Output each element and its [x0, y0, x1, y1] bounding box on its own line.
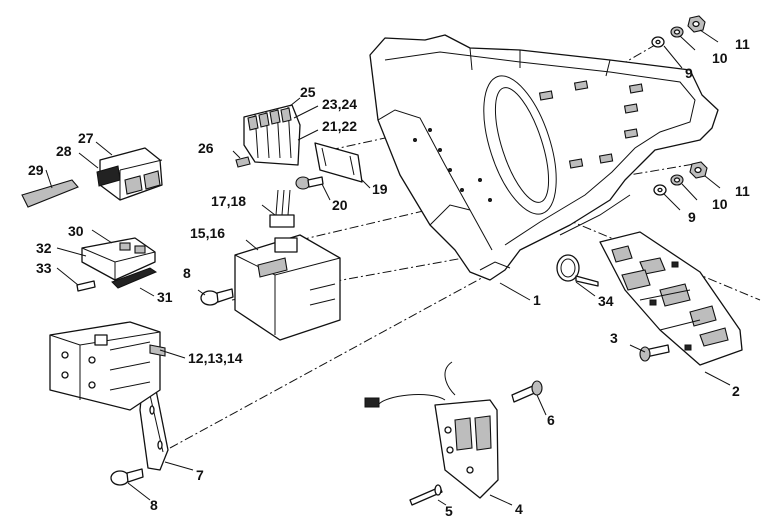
label-3: 3: [610, 330, 618, 346]
label-28: 28: [56, 143, 72, 159]
relay-socket-part-30: [81, 237, 156, 281]
axis-rail-19: [329, 99, 561, 151]
wedge-part-29: [21, 179, 79, 208]
label-25: 25: [300, 84, 316, 100]
label-29: 29: [28, 162, 44, 178]
callouts: 1 2 3 4 5 6 7 8 8 9 9 10 10 11 11 12,13,…: [28, 36, 750, 519]
axis-contactor-rail: [169, 267, 501, 449]
label-6: 6: [547, 412, 555, 428]
label-5: 5: [445, 503, 453, 519]
din-rail-part-19: [314, 142, 363, 183]
label-30: 30: [68, 223, 84, 239]
label-26: 26: [198, 140, 214, 156]
fastener-stack-upper: [651, 15, 706, 48]
label-9-upper: 9: [685, 65, 693, 81]
label-9-lower: 9: [688, 209, 696, 225]
label-2: 2: [732, 383, 740, 399]
label-4: 4: [515, 501, 523, 517]
label-34: 34: [598, 293, 614, 309]
label-27: 27: [78, 130, 94, 146]
label-32: 32: [36, 240, 52, 256]
connector-part-17: [269, 189, 295, 228]
jumper-part-26: [235, 156, 251, 168]
label-21-22: 21,22: [322, 118, 357, 134]
fuse-part-33: [76, 280, 96, 292]
screw-part-8-upper: [200, 288, 234, 306]
label-1: 1: [533, 292, 541, 308]
screw-part-6: [511, 380, 543, 403]
fastener-stack-lower: [653, 161, 708, 196]
leader-lines: [45, 29, 731, 506]
screw-part-3: [639, 344, 670, 362]
label-8-lower: 8: [150, 497, 158, 513]
contactor-part-12: [49, 321, 166, 411]
label-23-24: 23,24: [322, 96, 357, 112]
mounting-plate-part-31: [111, 267, 158, 289]
label-31: 31: [157, 289, 173, 305]
circuit-board-part-2: [599, 231, 743, 366]
label-10-lower: 10: [712, 196, 728, 212]
label-19: 19: [372, 181, 388, 197]
label-15-16: 15,16: [190, 225, 225, 241]
axis-board-2: [519, 199, 761, 301]
relay-module-part-28: [96, 165, 121, 187]
label-20: 20: [332, 197, 348, 213]
label-17-18: 17,18: [211, 193, 246, 209]
interface-board-part-4: [364, 361, 499, 499]
label-10-upper: 10: [712, 50, 728, 66]
screw-part-20: [295, 176, 324, 190]
transformer-part-15: [234, 234, 341, 341]
label-12-13-14: 12,13,14: [188, 350, 243, 366]
standoff-part-5: [409, 484, 443, 506]
label-7: 7: [196, 467, 204, 483]
cable-tie-part-34: [556, 254, 599, 287]
axis-transformer: [299, 199, 471, 241]
label-8-upper: 8: [183, 265, 191, 281]
terminal-block-part-21: [243, 104, 301, 166]
housing-part-1: [369, 34, 719, 281]
screw-part-8-lower: [110, 468, 144, 486]
label-33: 33: [36, 260, 52, 276]
label-11-upper: 11: [735, 36, 750, 52]
label-11-lower: 11: [735, 183, 750, 199]
